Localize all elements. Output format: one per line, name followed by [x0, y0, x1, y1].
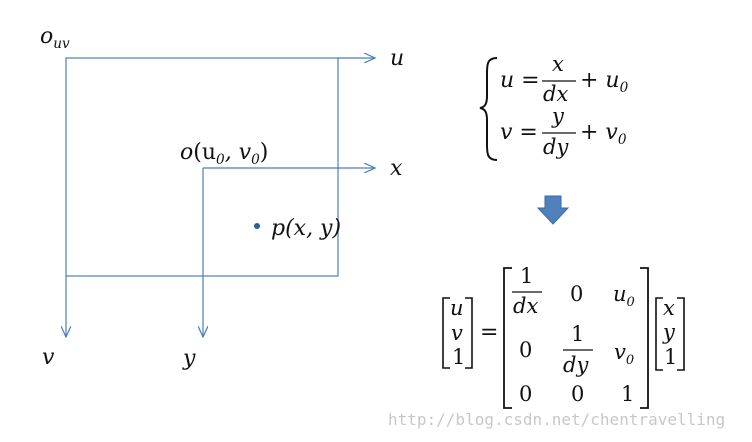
- equation-brace: [479, 57, 498, 161]
- eq2-denominator: dy: [543, 135, 569, 159]
- point-p-label: p(x, y): [271, 216, 342, 241]
- m21: 0: [519, 338, 533, 362]
- eq1-lhs: u =: [500, 68, 540, 93]
- m23: v0: [614, 340, 635, 368]
- m12: 0: [570, 282, 584, 306]
- lhs-vector-right-bracket: [465, 297, 473, 369]
- rhs-vec-1: 1: [664, 345, 678, 369]
- origin-o-label: o(u0, v0): [180, 140, 269, 168]
- m13: u0: [613, 282, 635, 310]
- point-p-dot: [254, 223, 260, 229]
- matrix-right-bracket: [640, 267, 649, 409]
- watermark: http://blog.csdn.net/chentravelling: [388, 410, 726, 429]
- lhs-vec-u: u: [450, 296, 464, 320]
- m22-denominator: dy: [563, 353, 589, 377]
- eq1-numerator: x: [552, 52, 564, 76]
- rhs-vec-y: y: [663, 320, 675, 344]
- m32: 0: [571, 382, 585, 406]
- rhs-vector-right-bracket: [677, 297, 685, 371]
- eq2-lhs: v =: [500, 120, 538, 145]
- matrix-equals: =: [480, 320, 499, 345]
- m22-numerator: 1: [571, 322, 585, 346]
- rhs-vector-left-bracket: [655, 297, 663, 371]
- matrix-left-bracket: [503, 267, 512, 409]
- eq2-numerator: y: [552, 104, 564, 128]
- rhs-vec-x: x: [663, 296, 675, 320]
- m31: 0: [519, 382, 533, 406]
- lhs-vector-left-bracket: [442, 297, 450, 369]
- lhs-vec-1: 1: [452, 345, 466, 369]
- u-axis-label: u: [390, 46, 405, 71]
- v-axis-label: v: [42, 345, 55, 370]
- image-frame: [65, 57, 339, 277]
- eq2-tail: + v0: [580, 120, 627, 148]
- m11-denominator: dx: [513, 294, 539, 318]
- x-axis-label: x: [390, 156, 403, 181]
- eq1-denominator: dx: [543, 82, 569, 106]
- lhs-vec-v: v: [451, 321, 463, 345]
- origin-uv-label: ouv: [40, 24, 70, 52]
- down-arrow-icon: [536, 195, 570, 225]
- m33: 1: [621, 382, 635, 406]
- m11-numerator: 1: [520, 264, 534, 288]
- y-axis-label: y: [183, 346, 196, 371]
- eq1-tail: + u0: [580, 68, 629, 96]
